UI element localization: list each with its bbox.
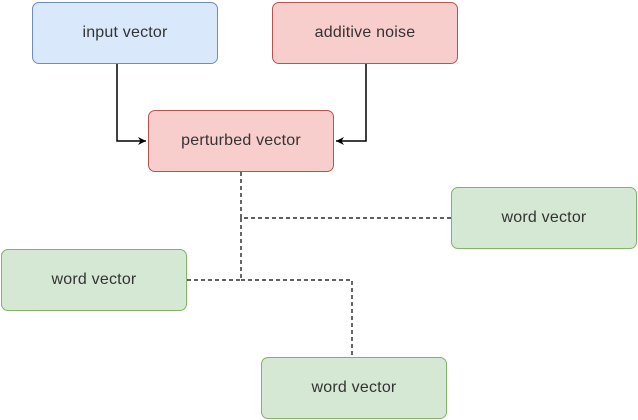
edge-input-to-perturbed — [116, 64, 146, 145]
input-vector-node: input vector — [32, 2, 218, 64]
word-vector-label-left: word vector — [51, 271, 137, 288]
word-vector-label-bottom: word vector — [311, 379, 397, 396]
word-vector-node-right: word vector — [451, 187, 637, 249]
edge-noise-to-perturbed — [336, 64, 367, 145]
word-vector-label-right: word vector — [501, 209, 587, 226]
additive-noise-label: additive noise — [314, 24, 416, 41]
perturbed-vector-node: perturbed vector — [148, 110, 334, 172]
word-vector-node-bottom: word vector — [261, 357, 447, 419]
word-vector-node-left: word vector — [1, 249, 187, 311]
edge-perturbed-to-word-left — [187, 218, 242, 281]
edge-perturbed-to-word-bottom — [241, 279, 353, 357]
additive-noise-node: additive noise — [272, 2, 458, 64]
input-vector-label: input vector — [82, 24, 168, 41]
edge-perturbed-to-word-right — [240, 172, 451, 219]
perturbed-vector-label: perturbed vector — [181, 132, 301, 149]
